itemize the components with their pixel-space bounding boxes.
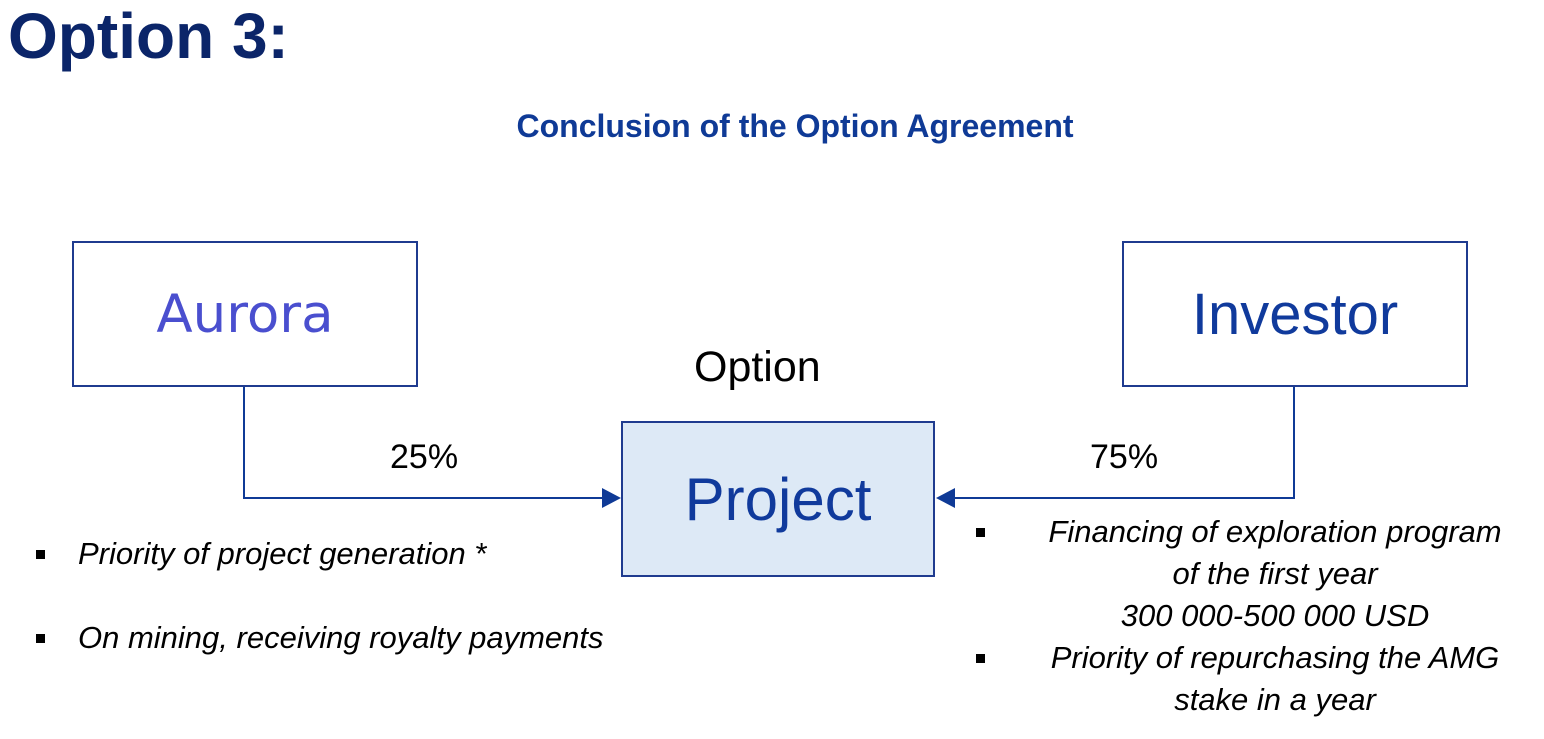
investor-box: Investor bbox=[1122, 241, 1468, 387]
list-item: On mining, receiving royalty payments bbox=[36, 617, 604, 659]
page-title: Option 3: bbox=[8, 0, 289, 72]
aurora-to-project-arrow bbox=[243, 387, 612, 503]
bullet-text-line: 300 000-500 000 USD bbox=[1120, 598, 1430, 633]
list-item: Priority of repurchasing the AMG stake i… bbox=[972, 637, 1542, 721]
list-item: Priority of project generation * bbox=[36, 533, 604, 575]
aurora-box: Aurora bbox=[72, 241, 418, 387]
bullet-text-line: Priority of repurchasing the AMG bbox=[1050, 640, 1500, 675]
bullet-text: Priority of project generation * bbox=[78, 536, 487, 571]
project-label: Project bbox=[684, 465, 872, 533]
aurora-share-label: 25% bbox=[390, 438, 459, 476]
investor-label: Investor bbox=[1191, 281, 1399, 347]
bullet-text-line: Financing of exploration program bbox=[1048, 514, 1502, 549]
bullet-text: On mining, receiving royalty payments bbox=[78, 620, 604, 655]
diagram-subtitle: Conclusion of the Option Agreement bbox=[516, 108, 1074, 144]
bullet-text-line: of the first year bbox=[1172, 556, 1378, 591]
aurora-label: Aurora bbox=[156, 283, 334, 345]
square-bullet-icon bbox=[976, 654, 985, 663]
investor-to-project-arrow bbox=[946, 387, 1295, 499]
project-box: Project bbox=[621, 421, 935, 577]
option-label: Option bbox=[694, 343, 821, 391]
square-bullet-icon bbox=[36, 634, 45, 643]
square-bullet-icon bbox=[36, 550, 45, 559]
investor-share-label: 75% bbox=[1090, 438, 1159, 476]
square-bullet-icon bbox=[976, 528, 985, 537]
aurora-arrowhead bbox=[602, 488, 621, 508]
aurora-benefits-list: Priority of project generation * On mini… bbox=[36, 533, 604, 659]
bullet-text-line: stake in a year bbox=[1174, 682, 1376, 717]
investor-arrowhead bbox=[936, 488, 955, 508]
list-item: Financing of exploration program of the … bbox=[972, 511, 1542, 637]
investor-terms-list: Financing of exploration program of the … bbox=[972, 511, 1542, 721]
